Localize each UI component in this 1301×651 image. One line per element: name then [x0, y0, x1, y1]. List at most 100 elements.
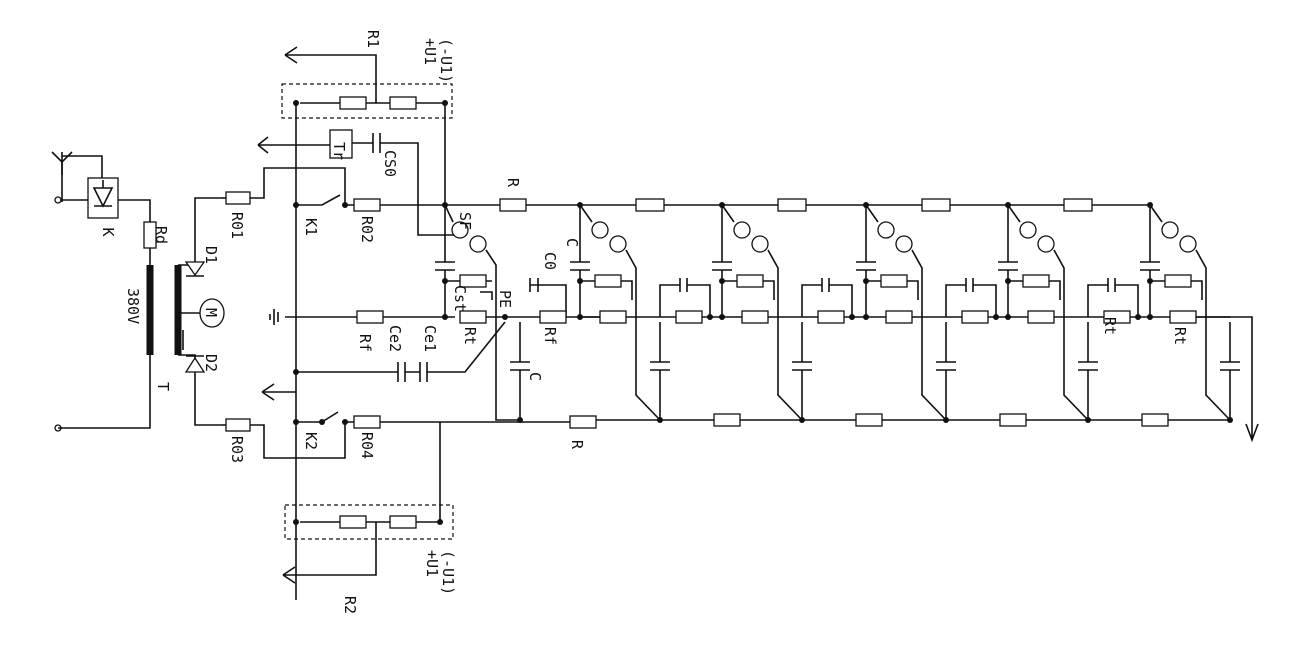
spark-gap-a-stage2 — [591, 221, 609, 239]
resistor-rf-stage1 — [539, 310, 567, 324]
stage-1 — [435, 198, 600, 423]
resistor-r-top — [499, 198, 527, 212]
resistor-r-bottom-stage5 — [1141, 413, 1169, 427]
resistor-r1b — [389, 96, 417, 110]
spark-gap-b-stage6 — [1179, 235, 1197, 253]
label-tr: Tr — [330, 142, 348, 160]
resistor-rt-stage6 — [1169, 310, 1197, 324]
label-r1: R1 — [364, 30, 382, 48]
label-d1: D1 — [202, 246, 220, 264]
resistor-r02 — [353, 198, 381, 212]
capacitor-c-lower-stage4 — [936, 322, 956, 420]
capacitor-c-lower-stage2 — [650, 322, 670, 420]
label-cst: Cst — [451, 285, 469, 312]
divider-box-top — [281, 83, 453, 119]
label-k2: K2 — [302, 432, 320, 450]
divider-box-bottom — [284, 504, 454, 540]
label-r2: R2 — [341, 596, 359, 614]
resistor-rt-small-stage4 — [880, 274, 908, 288]
label-rf-left: Rf — [356, 334, 374, 352]
capacitor-c-lower-stage3 — [792, 322, 812, 420]
label-r-top: R — [504, 178, 522, 188]
resistor-rt-small-stage6 — [1164, 274, 1192, 288]
spark-gap-b-stage5 — [1037, 235, 1055, 253]
trigger-transformer-tr — [329, 129, 353, 159]
label-rt-2: Rt — [1101, 317, 1119, 335]
resistor-r03 — [225, 418, 251, 432]
spark-gap-a-stage6 — [1161, 221, 1179, 239]
spark-gap-a-stage5 — [1019, 221, 1037, 239]
capacitor-c-stage6 — [1140, 205, 1160, 317]
label-sf: SF — [456, 212, 474, 230]
resistor-r2b — [389, 515, 417, 529]
label-rt-3: Rt — [1171, 327, 1189, 345]
label-c-main: C — [563, 238, 581, 247]
capacitor-c0-stage5 — [1087, 278, 1139, 317]
resistor-r-bottom-stage2 — [713, 413, 741, 427]
label-pe: PE — [496, 290, 514, 308]
resistor-r-top-stage3 — [777, 198, 807, 212]
resistor-rf-stage4 — [961, 310, 989, 324]
resistor-rt-small-stage2 — [594, 274, 622, 288]
label-r04: R04 — [358, 432, 376, 459]
label-r02: R02 — [358, 216, 376, 243]
label-c-lower: C — [526, 372, 544, 381]
spark-gap-b-stage4 — [895, 235, 913, 253]
resistor-rf-stage3 — [817, 310, 845, 324]
resistor-r04 — [353, 415, 381, 429]
label-t: T — [154, 382, 172, 391]
label-rd: Rd — [152, 226, 170, 244]
capacitor-c-stage2 — [570, 205, 590, 317]
label-rf-2: Rf — [541, 327, 559, 345]
resistor-rf-left — [356, 310, 384, 324]
resistor-rt-stage1 — [459, 310, 487, 324]
resistor-rt-stage2 — [599, 310, 627, 324]
resistor-rt-small-stage3 — [736, 274, 764, 288]
label-r-bottom: R — [568, 440, 586, 450]
label-rt-1: Rt — [461, 327, 479, 345]
label-r03: R03 — [228, 436, 246, 463]
label-d2: D2 — [202, 354, 220, 372]
label-ce2: Ce2 — [386, 325, 404, 352]
capacitor-c0-stage3 — [801, 278, 853, 317]
output-arrow — [1229, 316, 1259, 443]
charging-section — [222, 167, 445, 459]
resistor-r1a — [339, 96, 367, 110]
resistor-r-bottom-stage3 — [855, 413, 883, 427]
capacitor-c0-stage4 — [945, 278, 997, 317]
spark-gap-a-stage3 — [733, 221, 751, 239]
resistor-r-top-stage2 — [635, 198, 665, 212]
resistor-rt-stage4 — [885, 310, 913, 324]
resistor-rt-small-stage5 — [1022, 274, 1050, 288]
capacitor-c-stage4 — [856, 205, 876, 317]
label-r01: R01 — [228, 212, 246, 239]
label-top-terminal: +U1(-U1) — [421, 38, 455, 83]
label-cs0: CS0 — [381, 150, 399, 177]
label-380v: 380V — [124, 288, 142, 324]
capacitor-c-lower-stage6 — [1220, 322, 1240, 420]
input-terminal-top — [54, 196, 62, 204]
label-c0: C0 — [541, 252, 559, 270]
repeated-stages — [570, 198, 1240, 427]
resistor-rf-stage2 — [675, 310, 703, 324]
spark-gap-b-stage2 — [609, 235, 627, 253]
power-input-section — [51, 151, 225, 432]
resistor-rt-stage1a — [459, 274, 487, 288]
resistor-r2a — [339, 515, 367, 529]
resistor-r-bottom-stage4 — [999, 413, 1027, 427]
label-ce1: Ce1 — [421, 325, 439, 352]
spark-gap-a-stage4 — [877, 221, 895, 239]
capacitor-c-stage3 — [712, 205, 732, 317]
spark-gap-b-stage3 — [751, 235, 769, 253]
capacitor-c-stage5 — [998, 205, 1018, 317]
resistor-r-top-stage5 — [1063, 198, 1093, 212]
resistor-rt-stage3 — [741, 310, 769, 324]
capacitor-c-lower-stage5 — [1078, 322, 1098, 420]
label-bottom-terminal: +U1(-U1) — [423, 550, 457, 595]
label-k: K — [99, 227, 117, 236]
label-k1: K1 — [302, 218, 320, 236]
capacitor-c0-stage2 — [659, 278, 711, 317]
label-m: M — [202, 308, 220, 317]
resistor-rt-stage5 — [1027, 310, 1055, 324]
resistor-r-bottom — [569, 415, 597, 429]
